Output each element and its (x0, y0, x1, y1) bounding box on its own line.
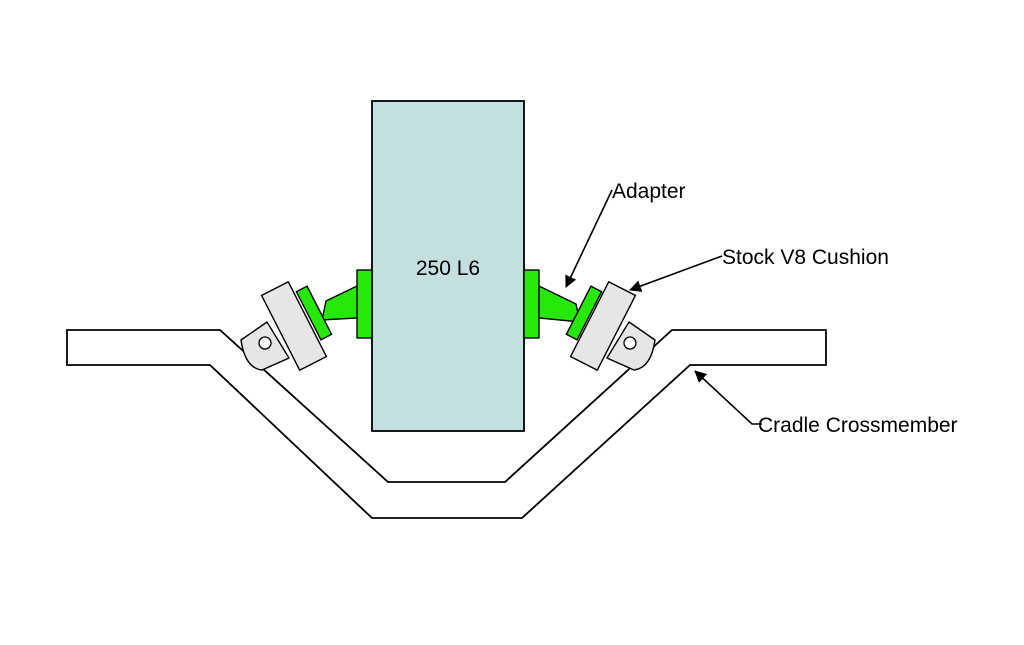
right-bolt-hole (623, 336, 637, 350)
adapter-pointer (565, 189, 613, 288)
right-adapter-arm (538, 284, 581, 323)
left-engine-plate (356, 269, 373, 339)
crossmember-pointer (694, 370, 762, 425)
engine-block (371, 100, 525, 432)
left-cushion (260, 280, 328, 372)
left-adapter-arm (321, 284, 358, 321)
cushion-pointer (629, 255, 723, 292)
right-mount-assembly (523, 269, 656, 372)
crossmember-label: Cradle Crossmember (758, 414, 958, 437)
right-cushion (569, 280, 637, 372)
cushion-label: Stock V8 Cushion (722, 246, 889, 269)
engine-label: 250 L6 (416, 257, 480, 280)
cradle-crossmember (66, 329, 827, 519)
left-bolt-hole (258, 336, 272, 350)
adapter-label: Adapter (612, 180, 686, 203)
right-engine-plate (523, 269, 540, 339)
left-adapter-pad (295, 285, 333, 341)
left-mount-assembly (240, 269, 373, 372)
right-adapter-pad (565, 285, 603, 341)
